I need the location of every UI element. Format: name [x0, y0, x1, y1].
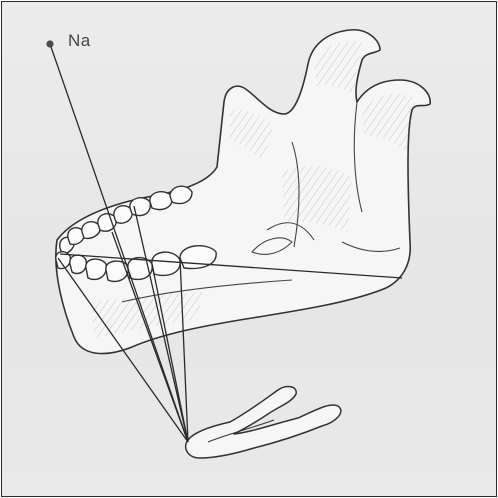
nasion-point-icon [46, 40, 53, 47]
hyoid-bone [186, 387, 341, 458]
nasion-label: Na [68, 31, 91, 51]
